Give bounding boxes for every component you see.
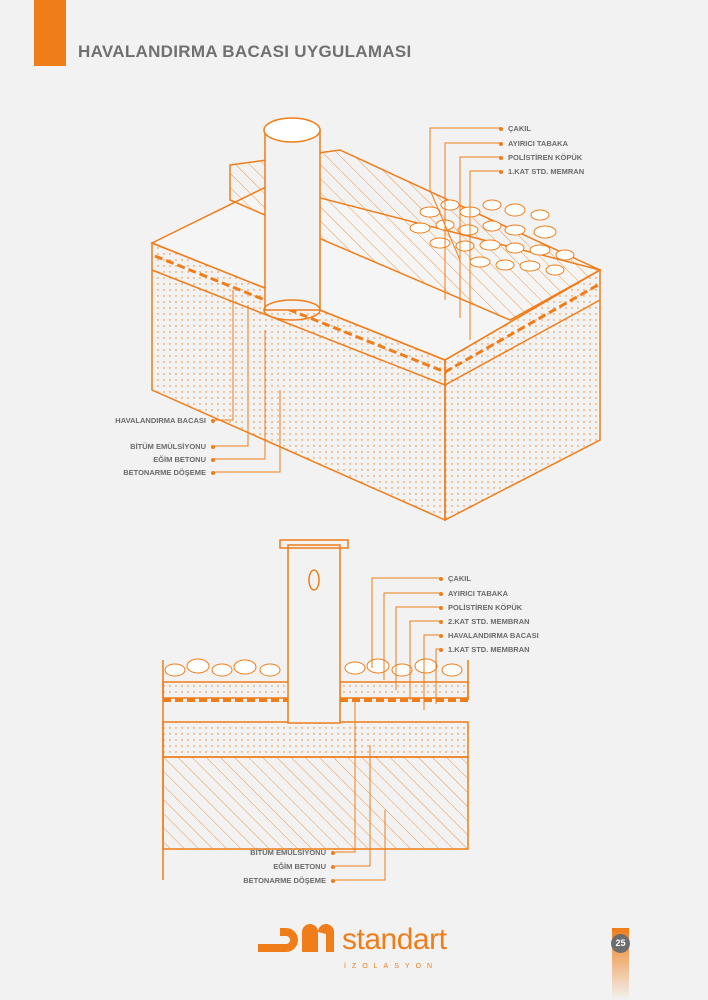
- bottom-label-1kat: 1.KAT STD. MEMBRAN: [439, 645, 530, 654]
- bottom-label-cakil: ÇAKIL: [439, 574, 471, 583]
- logo-mark-icon: [258, 924, 334, 952]
- brand-name: standart: [342, 923, 447, 956]
- top-label-polistiren: POLİSTİREN KÖPÜK: [499, 153, 582, 162]
- header-tab: [34, 0, 66, 66]
- top-label-egim: EĞİM BETONU: [153, 455, 215, 464]
- bottom-label-2kat: 2.KAT STD. MEMBRAN: [439, 617, 530, 626]
- top-label-cakil: ÇAKIL: [499, 124, 531, 133]
- bottom-label-betonarme: BETONARME DÖŞEME: [243, 876, 335, 885]
- top-label-betonarme: BETONARME DÖŞEME: [123, 468, 215, 477]
- brand-subtitle: İZOLASYON: [344, 963, 439, 970]
- brand-logo: standart İZOLASYON: [258, 922, 478, 978]
- top-label-membran: 1.KAT STD. MEMRAN: [499, 167, 584, 176]
- bottom-label-polistiren: POLİSTİREN KÖPÜK: [439, 603, 522, 612]
- top-label-havalandirma: HAVALANDIRMA BACASI: [115, 416, 215, 425]
- page-number: 25: [611, 934, 630, 953]
- top-label-ayirici-tabaka: AYIRICI TABAKA: [499, 139, 568, 148]
- top-label-bitum: BİTÜM EMÜLSİYONU: [130, 442, 215, 451]
- bottom-label-egim: EĞİM BETONU: [273, 862, 335, 871]
- isometric-diagram: [150, 117, 602, 522]
- bottom-label-bitum: BİTÜM EMÜLSİYONU: [250, 848, 335, 857]
- page-title: HAVALANDIRMA BACASI UYGULAMASI: [78, 42, 412, 61]
- bottom-label-ayirici: AYIRICI TABAKA: [439, 589, 508, 598]
- bottom-label-havalandirma: HAVALANDIRMA BACASI: [439, 631, 539, 640]
- section-diagram: [162, 539, 469, 881]
